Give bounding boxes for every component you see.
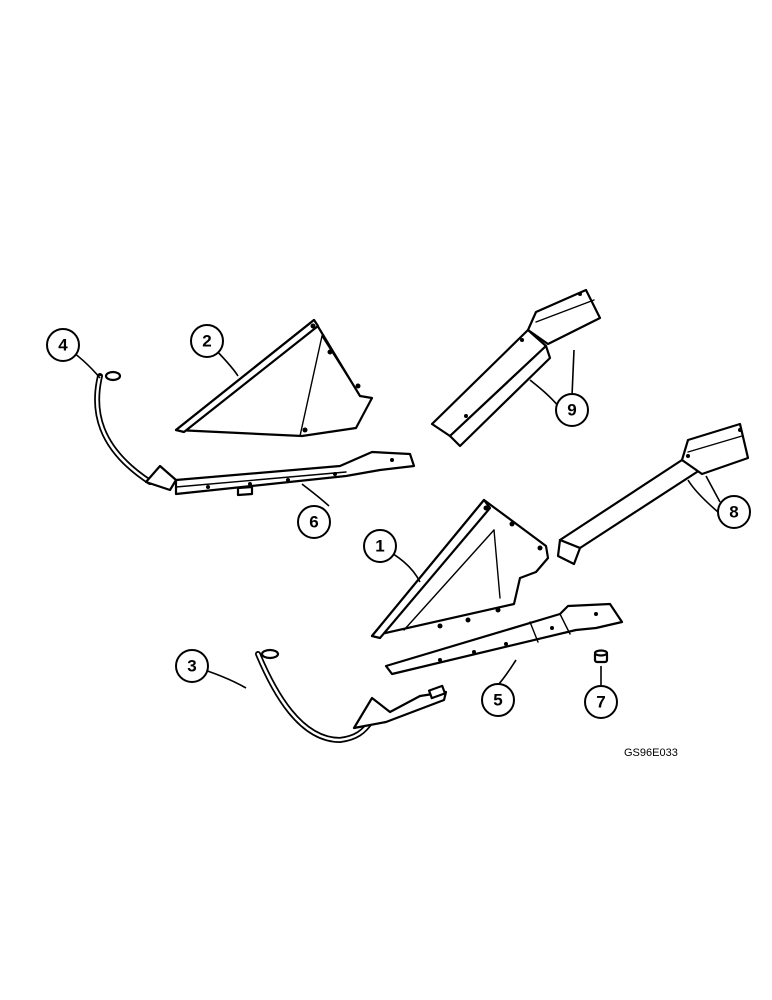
- callout-5-label: 5: [493, 691, 502, 710]
- callout-2-label: 2: [202, 332, 211, 351]
- figure-id: GS96E033: [624, 747, 678, 759]
- callout-3-label: 3: [187, 657, 196, 676]
- callout-8[interactable]: 8: [717, 495, 751, 529]
- callout-2[interactable]: 2: [190, 324, 224, 358]
- callout-4-label: 4: [58, 336, 68, 355]
- callout-1-label: 1: [375, 537, 384, 556]
- part-4-curved-rod: [94, 370, 178, 492]
- part-2-triangular-plate: [174, 318, 374, 438]
- part-6-long-strap: [174, 450, 416, 497]
- callout-4[interactable]: 4: [46, 328, 80, 362]
- part-5-long-strap: [384, 602, 624, 676]
- part-8-channel: [556, 422, 750, 566]
- callout-6[interactable]: 6: [297, 505, 331, 539]
- callout-5[interactable]: 5: [481, 683, 515, 717]
- part-7-bushing: [593, 649, 609, 664]
- callout-7[interactable]: 7: [584, 685, 618, 719]
- callout-3[interactable]: 3: [175, 649, 209, 683]
- part-1-triangular-plate: [370, 498, 550, 640]
- callout-1[interactable]: 1: [363, 529, 397, 563]
- part-3-curved-rod: [255, 648, 448, 744]
- callout-6-label: 6: [309, 513, 318, 532]
- part-9-channel: [430, 288, 602, 448]
- callout-9[interactable]: 9: [555, 393, 589, 427]
- callout-9-label: 9: [567, 401, 576, 420]
- callout-8-label: 8: [729, 503, 738, 522]
- callout-7-label: 7: [596, 693, 605, 712]
